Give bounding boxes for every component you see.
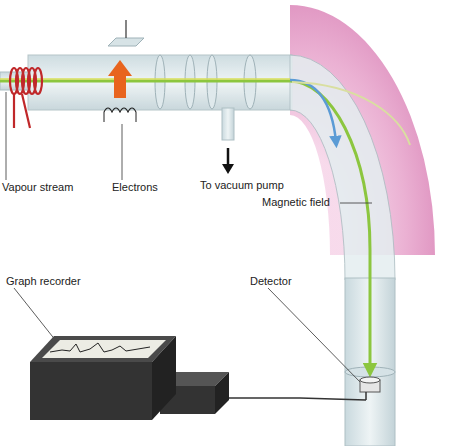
part-label: Graph recorder	[6, 275, 106, 288]
part-label: Electrons	[112, 181, 182, 194]
graph-recorder	[30, 336, 176, 420]
heater-coil	[10, 68, 42, 128]
leader-lines	[6, 92, 372, 384]
vapour-stream	[0, 78, 290, 80]
part-label: Detector	[250, 275, 320, 288]
detector-wire	[215, 398, 366, 400]
heavy-ion-beam	[292, 82, 410, 145]
top-plate	[108, 20, 144, 46]
pump-outlet	[222, 108, 234, 174]
light-ion-beam	[290, 80, 336, 142]
part-label: Vapour stream	[2, 181, 92, 194]
part-label: Magnetic field	[262, 196, 342, 209]
part-label: To vacuum pump	[200, 179, 300, 192]
detector	[360, 377, 380, 400]
electron-filament	[104, 60, 136, 122]
ion-beam	[0, 81, 370, 370]
